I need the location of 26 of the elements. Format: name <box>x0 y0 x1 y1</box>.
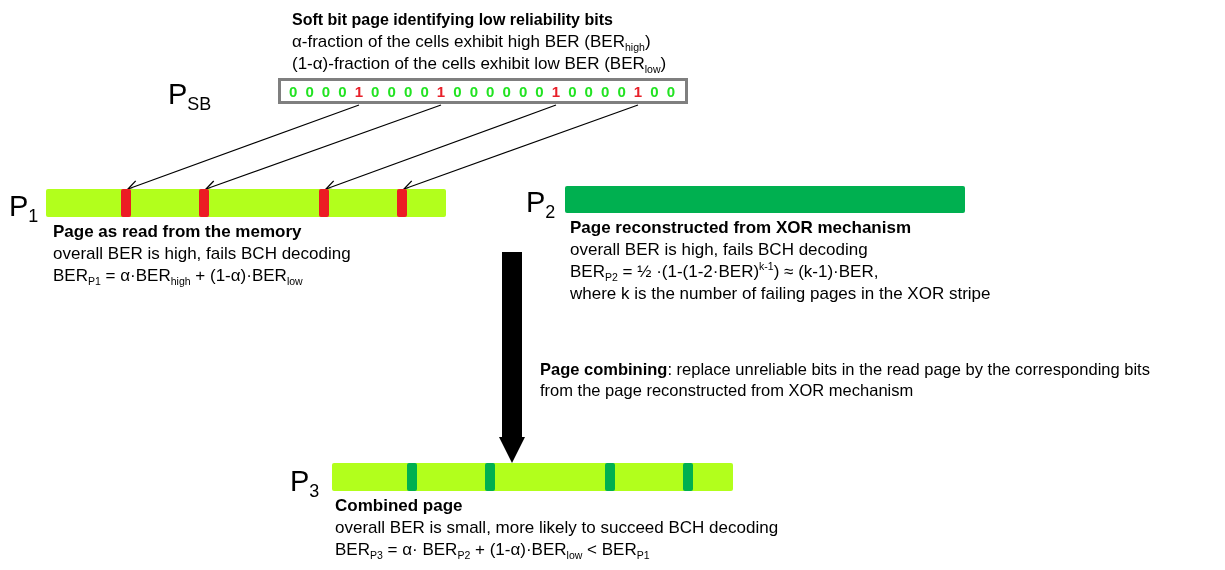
description-text: (1-α)-fraction of the cells exhibit low BER (BER$_{low}$) <box>292 54 667 74</box>
bit-stripe <box>485 463 495 491</box>
bit-sequence: 0 0 0 0 1 0 0 0 0 1 0 0 0 0 0 0 1 0 0 0 0 1 0 0 <box>289 82 677 101</box>
bit-stripe <box>407 463 417 491</box>
description-text: overall BER is high, fails BCH decoding <box>570 240 868 260</box>
description-text: BER$_{P2}$ = ½ ·(1-(1-2·BER)$^{k-1}$) ≈ (k-1)·BER, <box>570 262 879 282</box>
description-text: BER$_{P3}$ = α· BER$_{P2}$ + (1-α)·BER$_{low}$ < BER$_{P1}$ <box>335 540 650 560</box>
description-text: overall BER is high, fails BCH decoding <box>53 244 351 264</box>
bit-stripe <box>121 189 131 217</box>
page-heading: Page as read from the memory <box>53 222 302 242</box>
bit-stripe <box>199 189 209 217</box>
description-text: BER$_{P1}$ = α·BER$_{high}$ + (1-α)·BER$_{low}$ <box>53 266 303 286</box>
bit-stripe <box>683 463 693 491</box>
page-heading: Combined page <box>335 496 463 516</box>
page-heading: Page reconstructed from XOR mechanism <box>570 218 912 238</box>
bit-stripe <box>605 463 615 491</box>
bit-stripe <box>397 189 407 217</box>
description-text: where k is the number of failing pages in the XOR stripe <box>570 284 991 304</box>
description-text: overall BER is small, more likely to succeed BCH decoding <box>335 518 779 538</box>
bit-stripe <box>319 189 329 217</box>
page-label: P$_{1}$ <box>9 190 39 222</box>
heading-text: Soft bit page identifying low reliability bits <box>292 10 613 30</box>
page-label: P$_{3}$ <box>290 465 320 497</box>
page-label: P$_{2}$ <box>526 186 556 218</box>
description-text: α-fraction of the cells exhibit high BER (BER$_{high}$) <box>292 32 651 52</box>
page-label: P$_{SB}$ <box>168 78 212 110</box>
